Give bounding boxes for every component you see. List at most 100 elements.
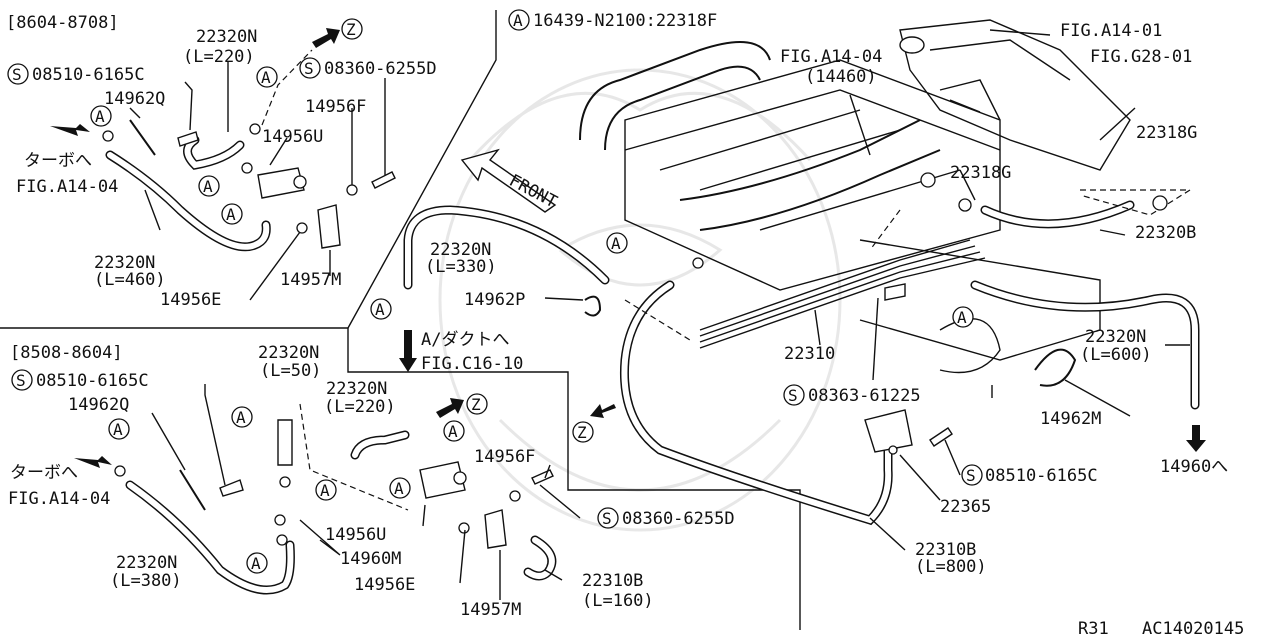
z-marker: Z <box>572 421 594 443</box>
section-dividers <box>0 10 801 630</box>
part-14460: (14460) <box>805 67 877 87</box>
callout: (L=220) <box>183 47 255 67</box>
svg-text:A: A <box>448 422 458 441</box>
svg-text:A: A <box>203 177 213 196</box>
s-marker: S <box>961 464 983 486</box>
top-left-subassembly <box>50 49 396 252</box>
svg-text:A: A <box>957 308 967 327</box>
callout: 14957M <box>460 600 521 620</box>
svg-text:S: S <box>602 509 612 528</box>
callout: 22310B <box>582 571 643 591</box>
a-marker: A <box>370 298 392 320</box>
marker-circles: A A A A A A A A A A A A A A S S S S S S … <box>7 9 983 574</box>
svg-text:Z: Z <box>471 395 481 414</box>
callout: (L=330) <box>425 257 497 277</box>
a-marker: A <box>246 552 268 574</box>
a-marker: A <box>606 232 628 254</box>
callout: 14956F <box>305 97 366 117</box>
callout: 22320N <box>1085 327 1146 347</box>
callout: 14962Q <box>104 89 165 109</box>
labels: [8604-8708] [8508-8604] 16439-N2100:2231… <box>6 11 1244 638</box>
a-marker: A <box>198 175 220 197</box>
fig-g28-01: FIG.G28-01 <box>1090 47 1192 67</box>
callout: ターボへ <box>24 151 92 171</box>
callout: (L=600) <box>1080 345 1152 365</box>
front-label: FRONT <box>506 171 561 213</box>
callout: 14956U <box>325 525 386 545</box>
leader-lines <box>129 29 1190 600</box>
callout: 08510-6165C <box>985 466 1098 486</box>
callout: FIG.A14-04 <box>8 489 110 509</box>
callout: 22320N <box>430 240 491 260</box>
callout: 14960へ <box>1160 457 1228 477</box>
z-marker: Z <box>341 18 363 40</box>
diagram-code: AC14020145 <box>1142 619 1244 638</box>
callout: 14956F <box>474 447 535 467</box>
s-marker: S <box>299 57 321 79</box>
s-marker: S <box>7 63 29 85</box>
svg-text:S: S <box>304 59 314 78</box>
svg-text:A: A <box>375 300 385 319</box>
model-code: R31 <box>1078 619 1109 638</box>
svg-text:Z: Z <box>577 423 587 442</box>
a-marker: A <box>443 420 465 442</box>
callout: 14956E <box>354 575 415 595</box>
callout: 08510-6165C <box>36 371 149 391</box>
a-marker: A <box>221 203 243 225</box>
svg-text:A: A <box>320 481 330 500</box>
callout: 08360-6255D <box>622 509 735 529</box>
a-ref-label: 16439-N2100:22318F <box>533 11 717 31</box>
svg-text:A: A <box>611 234 621 253</box>
svg-text:A: A <box>226 205 236 224</box>
callout: FIG.A14-04 <box>16 177 118 197</box>
callout: (L=800) <box>915 557 987 577</box>
callout: 22320N <box>94 253 155 273</box>
s-marker: S <box>783 384 805 406</box>
callout: 22320N <box>258 343 319 363</box>
callout: 22365 <box>940 497 991 517</box>
callout: 08510-6165C <box>32 65 145 85</box>
callout: 22320B <box>1135 223 1196 243</box>
a-marker: A <box>108 418 130 440</box>
a-marker: A <box>90 105 112 127</box>
callout: (L=50) <box>260 361 321 381</box>
s-marker: S <box>11 369 33 391</box>
svg-text:A: A <box>95 107 105 126</box>
callout: 22320N <box>196 27 257 47</box>
svg-text:Z: Z <box>346 20 356 39</box>
callout: 08363-61225 <box>808 386 921 406</box>
bottom-left-subassembly <box>74 403 557 595</box>
callout: 14962P <box>464 290 525 310</box>
a-marker: A <box>256 66 278 88</box>
z-arrows <box>312 28 1206 452</box>
callout: 22320N <box>326 379 387 399</box>
callout: (L=380) <box>110 571 182 591</box>
callout: ターボへ <box>10 463 78 483</box>
svg-text:S: S <box>966 466 976 485</box>
callout: 14957M <box>280 270 341 290</box>
top-left-range: [8604-8708] <box>6 13 119 33</box>
a-marker: A <box>389 477 411 499</box>
callout: 14956U <box>262 127 323 147</box>
callout: FIG.C16-10 <box>421 354 523 374</box>
svg-text:S: S <box>788 386 798 405</box>
s-marker: S <box>597 507 619 529</box>
callout: 14962M <box>1040 409 1101 429</box>
callout: A/ダクトへ <box>421 330 509 350</box>
svg-text:A: A <box>236 408 246 427</box>
callout: 22318G <box>1136 123 1197 143</box>
callout: (L=160) <box>582 591 654 611</box>
svg-text:A: A <box>513 11 523 30</box>
callout: 22320N <box>116 553 177 573</box>
a-marker: A <box>952 306 974 328</box>
svg-text:A: A <box>251 554 261 573</box>
callout: 08360-6255D <box>324 59 437 79</box>
svg-text:S: S <box>12 65 22 84</box>
intake-manifold-assembly <box>403 19 1200 526</box>
svg-text:A: A <box>261 68 271 87</box>
svg-text:S: S <box>16 371 26 390</box>
fig-a14-01: FIG.A14-01 <box>1060 21 1162 41</box>
callout: 14960M <box>340 549 401 569</box>
